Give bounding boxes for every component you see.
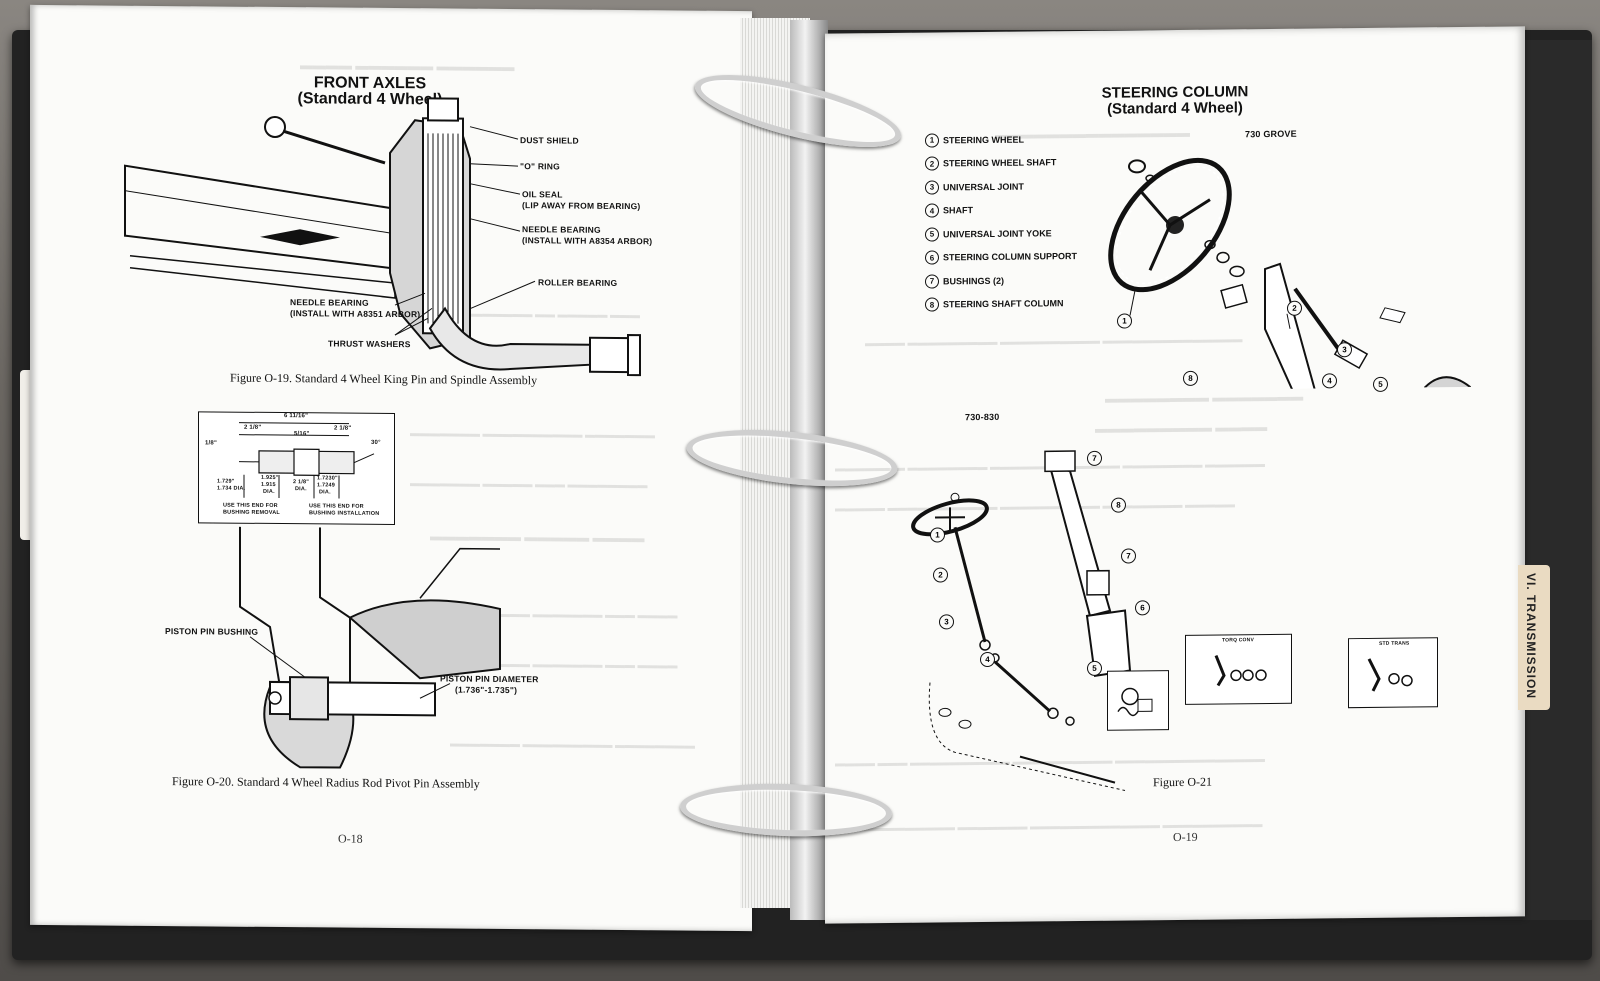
label-dust-shield: DUST SHIELD [520,135,579,146]
dim-dia-4b: 1.7249 [317,482,336,489]
coupling-drawing [1117,687,1153,717]
callout-1: 1 [1117,313,1132,329]
callout-4: 4 [1322,373,1337,389]
label-piston-pin-bushing: PISTON PIN BUSHING [165,626,259,637]
dim-dia-1: 1.729" [217,478,235,485]
callout-8: 8 [1183,370,1198,386]
callout-6: 6 [1135,600,1150,616]
bleed-through-text: ▬▬▬▬▬▬▬ ▬▬▬▬▬ ▬▬▬ ▬▬▬▬▬▬▬▬ [410,478,648,492]
callout-5: 5 [1373,376,1388,392]
dim-c: 2 1/8" [334,425,352,432]
label-needle-bearing-a-note: (INSTALL WITH A8354 ARBOR) [522,235,653,247]
note-removal: USE THIS END FOR [223,502,278,510]
figure-caption-o21: Figure O-21 [1153,774,1212,790]
callout-7: 7 [1121,548,1136,564]
callout-7: 7 [1087,450,1102,466]
divider-tab-transmission[interactable]: VI. TRANSMISSION [1518,565,1550,710]
callout-5: 5 [1087,660,1102,676]
label-oil-seal-note: (LIP AWAY FROM BEARING) [522,200,641,212]
bushing-dimension-inset: 6 11/16" 2 1/8" 5/16" 2 1/8" 1/8" 30° 1.… [198,411,395,526]
dim-overall: 6 11/16" [284,413,309,420]
left-page: ▬▬▬▬ ▬▬▬▬▬▬ ▬▬▬▬▬▬ ▬▬▬▬▬ ▬▬▬▬▬▬▬▬▬ ▬▬ ▬▬… [30,4,752,932]
label-o-ring: "O" RING [520,161,560,172]
callout-8: 8 [1111,497,1126,513]
note-install-b: BUSHING INSTALLATION [309,510,380,517]
callout-3: 3 [939,614,954,630]
label-roller-bearing: ROLLER BEARING [538,277,618,288]
note-removal-b: BUSHING REMOVAL [223,509,280,517]
radius-rod-pivot-pin-diagram [239,526,501,769]
dim-dia-2: 1.925" [261,474,279,482]
binder-spine [790,20,828,920]
steering-column-exploded-730-grove [1108,157,1477,394]
king-pin-spindle-diagram [124,97,641,377]
page-number: O-19 [1173,829,1198,845]
dim-dia-3: 2 1/8" [293,479,310,486]
inset-std-trans: STD TRANS [1348,637,1438,709]
figure-caption-o20: Figure O-20. Standard 4 Wheel Radius Rod… [172,774,480,791]
label-needle-bearing-a: NEEDLE BEARING [522,224,601,235]
inset-coupling [1107,670,1169,731]
label-needle-bearing-b: NEEDLE BEARING [290,297,369,308]
callout-4: 4 [980,651,995,668]
bleed-through-text: ▬▬▬▬▬▬▬ ▬▬▬▬▬▬▬▬▬▬ ▬▬▬▬▬▬▬ [410,428,655,442]
dim-dia-4c: DIA. [319,489,331,496]
label-thrust-washers: THRUST WASHERS [328,338,411,350]
label-piston-pin-diameter-value: (1.736"-1.735") [455,684,518,696]
dim-dia-1b: 1.734 DIA. [217,485,246,492]
dim-dia-3b: DIA. [295,486,307,493]
bushing-drawing [239,422,375,499]
right-page: ▬▬▬▬▬▬▬▬▬▬▬▬▬▬▬ ▬▬▬▬ ▬▬▬▬▬▬▬▬▬ ▬▬▬▬▬▬▬▬▬… [825,26,1525,924]
label-oil-seal: OIL SEAL [522,189,563,200]
dim-end: 1/8" [205,440,217,447]
dim-dia-2b: 1.915 [261,481,276,488]
bleed-through-text: ▬▬▬▬▬▬▬▬ ▬▬▬▬▬▬▬ [1105,388,1304,406]
note-install: USE THIS END FOR [309,503,364,510]
dim-dia-2c: DIA. [263,488,275,495]
dim-angle: 30° [371,439,381,446]
inset-torq-conv: TORQ CONV [1185,633,1292,705]
bleed-through-text: ▬▬▬▬▬▬▬▬▬▬ ▬▬▬▬▬▬▬ ▬▬▬▬▬▬▬▬▬▬▬▬▬ ▬▬▬▬▬▬▬… [855,819,1263,835]
divider-tab-label: VI. TRANSMISSION [1524,573,1538,700]
std-trans-drawing [1367,658,1413,692]
label-piston-pin-diameter: PISTON PIN DIAMETER [440,673,539,685]
label-needle-bearing-b-note: (INSTALL WITH A8351 ARBOR) [290,308,421,320]
callout-1: 1 [930,527,945,543]
figure-caption-o19: Figure O-19. Standard 4 Wheel King Pin a… [230,370,538,388]
torq-conv-drawing [1214,654,1267,687]
dim-a: 2 1/8" [244,424,262,431]
callout-2: 2 [1287,300,1302,316]
callout-3: 3 [1337,342,1352,358]
page-number: O-18 [338,831,363,846]
callout-2: 2 [933,567,948,583]
dim-b: 5/16" [294,431,310,438]
steering-column-exploded-730-830 [911,450,1132,792]
dim-dia-4: 1.7230" [317,475,338,482]
